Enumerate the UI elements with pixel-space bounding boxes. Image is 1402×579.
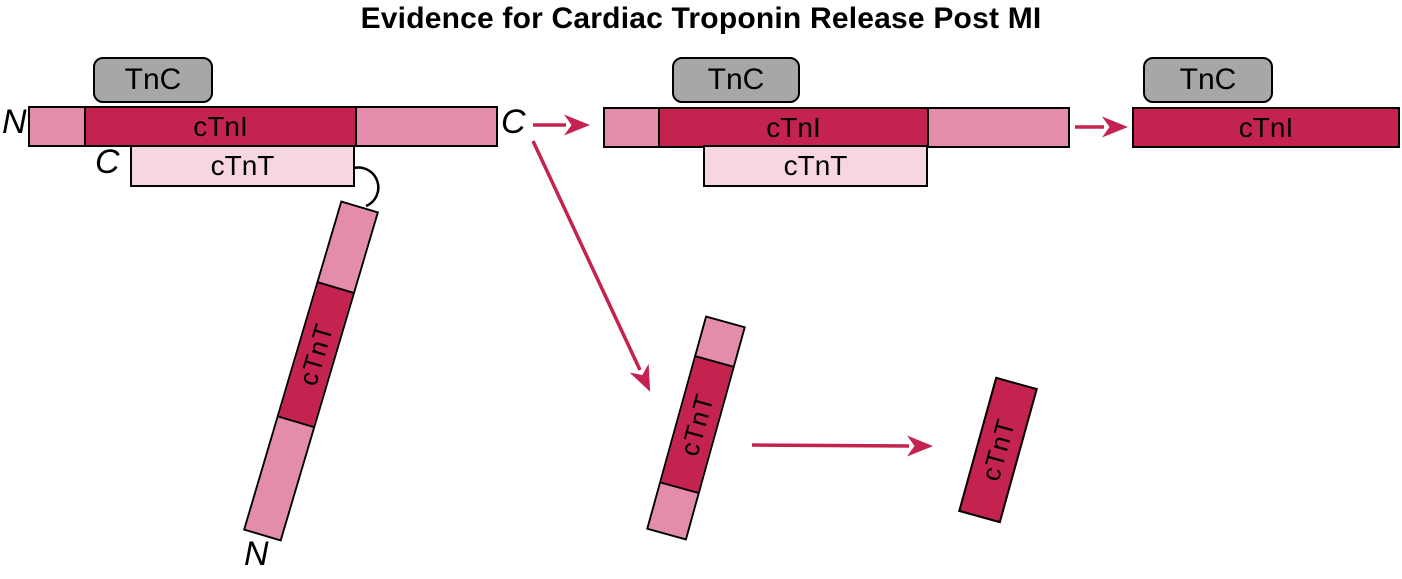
ctni-bar-stage1: cTnI bbox=[28, 106, 498, 147]
tnc-label: TnC bbox=[1179, 63, 1237, 96]
ctnt-bar-stage2: cTnT bbox=[703, 145, 928, 187]
ctnt-bar-stage1: cTnT bbox=[130, 145, 355, 187]
ctni-label: cTnI bbox=[766, 111, 821, 143]
ctni-bar-stage3: cTnI bbox=[1132, 107, 1400, 148]
tnc-box-stage3: TnC bbox=[1143, 57, 1273, 103]
arrow-ctnt-release-icon bbox=[531, 140, 651, 392]
tnc-box-stage2: TnC bbox=[672, 57, 800, 103]
ctnt-label: cTnT bbox=[210, 150, 275, 181]
ctni-bar-stage2: cTnI bbox=[603, 107, 1070, 148]
ctni-core-segment: cTnI bbox=[658, 109, 929, 146]
arrow-ctnt-degradation-icon bbox=[751, 435, 933, 457]
diagram-title: Evidence for Cardiac Troponin Release Po… bbox=[360, 2, 1042, 35]
ctni-n-segment bbox=[30, 108, 84, 145]
ctnt-tail-n-terminus-label: N bbox=[244, 535, 269, 573]
ctni-core-segment: cTnI bbox=[84, 108, 357, 145]
tnc-box-stage1: TnC bbox=[93, 57, 213, 103]
ctni-c-segment bbox=[929, 109, 1068, 146]
tnc-label: TnC bbox=[124, 63, 182, 96]
n-terminus-label-stage1: N bbox=[2, 103, 27, 141]
ctni-label: cTnI bbox=[193, 110, 248, 142]
ctnt-c-terminus-label: C bbox=[95, 143, 120, 181]
ctni-c-segment bbox=[357, 108, 496, 145]
c-terminus-label-stage1: C bbox=[501, 103, 526, 141]
tnc-label: TnC bbox=[707, 63, 765, 96]
ctni-n-segment bbox=[605, 109, 658, 146]
ctni-label: cTnI bbox=[1238, 111, 1294, 143]
cleavage-loop bbox=[353, 166, 380, 208]
ctnt-label: cTnT bbox=[783, 150, 848, 181]
